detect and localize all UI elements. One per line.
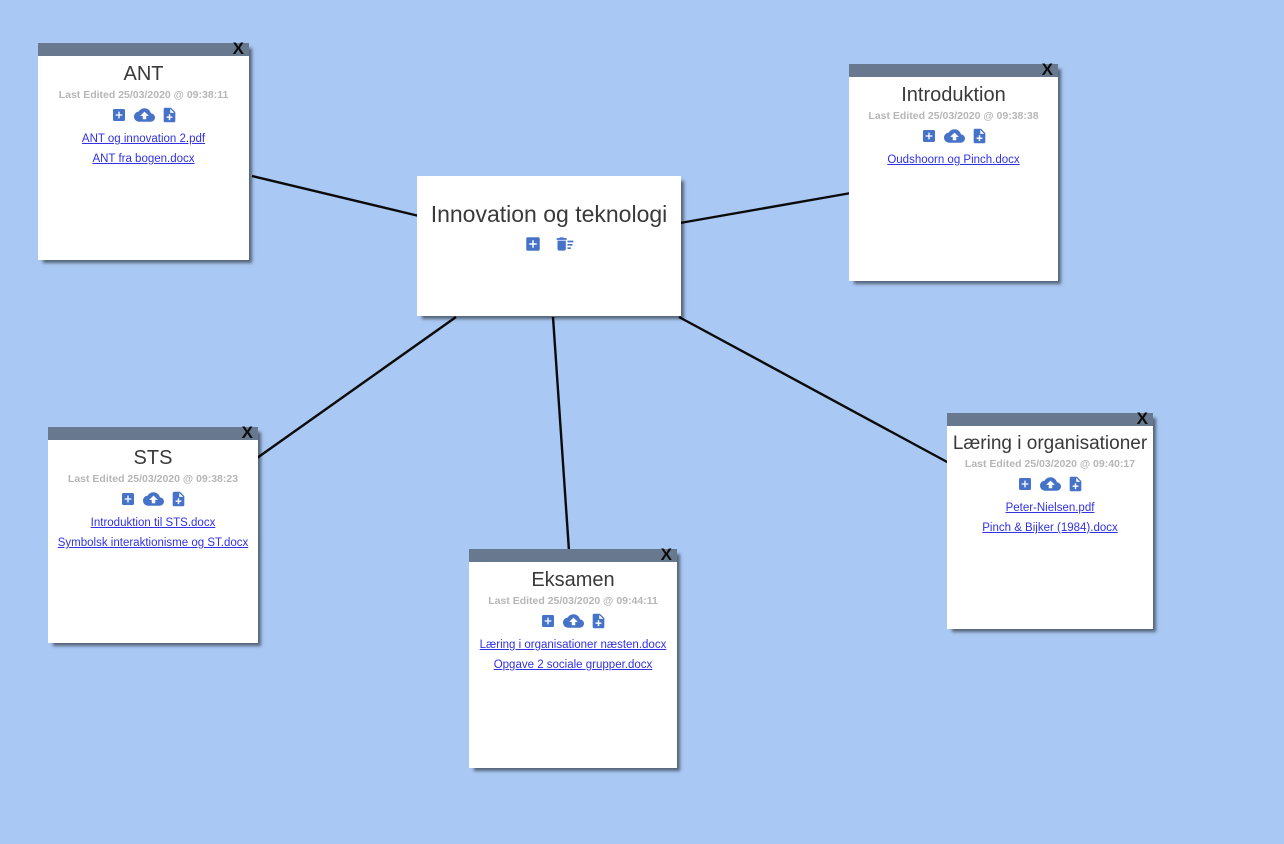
close-icon[interactable]: X: [1041, 60, 1053, 79]
add-icon[interactable]: [524, 235, 542, 253]
file-link[interactable]: Oudshoorn og Pinch.docx: [887, 154, 1020, 166]
node-card-eksamen[interactable]: X Eksamen Last Edited 25/03/2020 @ 09:44…: [469, 545, 677, 768]
close-icon[interactable]: X: [1136, 409, 1148, 428]
delete-sweep-icon[interactable]: [555, 235, 575, 253]
node-header-bar[interactable]: X: [947, 409, 1153, 428]
add-file-icon[interactable]: [162, 107, 177, 123]
node-card-laering[interactable]: X Læring i organisationer Last Edited 25…: [947, 409, 1153, 629]
file-link[interactable]: Symbolsk interaktionisme og ST.docx: [57, 537, 249, 549]
add-file-icon[interactable]: [972, 128, 987, 144]
central-node-title: Innovation og teknologi: [430, 201, 668, 227]
file-link[interactable]: Introduktion til STS.docx: [90, 517, 216, 529]
connection-line-introduktion: [679, 191, 852, 225]
connection-line-eksamen: [551, 316, 571, 552]
file-link[interactable]: Læring i organisationer næsten.docx: [479, 639, 667, 651]
node-header-bar[interactable]: X: [849, 60, 1058, 79]
connection-line-ant: [251, 174, 420, 218]
add-file-icon[interactable]: [171, 491, 186, 507]
node-header-bar[interactable]: X: [38, 39, 249, 58]
node-card-ant[interactable]: X ANT Last Edited 25/03/2020 @ 09:38:11 …: [38, 39, 249, 260]
add-icon[interactable]: [921, 128, 937, 144]
file-link[interactable]: Opgave 2 sociale grupper.docx: [493, 659, 653, 671]
add-icon[interactable]: [1017, 476, 1033, 492]
add-icon[interactable]: [120, 491, 136, 507]
cloud-upload-icon[interactable]: [563, 613, 584, 629]
last-edited-label: Last Edited 25/03/2020 @ 09:38:38: [868, 110, 1039, 122]
connection-line-sts: [256, 316, 457, 459]
last-edited-label: Last Edited 25/03/2020 @ 09:38:11: [58, 89, 229, 101]
node-header-bar[interactable]: X: [469, 545, 677, 564]
file-link[interactable]: ANT og innovation 2.pdf: [81, 133, 206, 145]
last-edited-label: Last Edited 25/03/2020 @ 09:40:17: [964, 458, 1136, 470]
last-edited-label: Last Edited 25/03/2020 @ 09:38:23: [67, 473, 239, 485]
last-edited-label: Last Edited 25/03/2020 @ 09:44:11: [488, 595, 658, 607]
add-icon[interactable]: [540, 613, 556, 629]
cloud-upload-icon[interactable]: [143, 491, 164, 507]
central-node-card[interactable]: Innovation og teknologi: [417, 176, 681, 316]
file-link[interactable]: ANT fra bogen.docx: [92, 153, 195, 165]
cloud-upload-icon[interactable]: [1040, 476, 1061, 492]
cloud-upload-icon[interactable]: [943, 128, 965, 144]
node-header-bar[interactable]: X: [48, 423, 258, 442]
close-icon[interactable]: X: [660, 545, 672, 564]
node-title: STS: [133, 447, 173, 469]
add-file-icon[interactable]: [1068, 476, 1083, 492]
close-icon[interactable]: X: [241, 423, 253, 442]
node-title: Læring i organisationer: [952, 433, 1148, 454]
node-title: Eksamen: [531, 569, 615, 591]
node-title: Introduktion: [901, 84, 1006, 106]
file-link[interactable]: Peter-Nielsen.pdf: [1005, 502, 1095, 514]
node-title: ANT: [123, 63, 164, 85]
node-card-sts[interactable]: X STS Last Edited 25/03/2020 @ 09:38:23 …: [48, 423, 258, 643]
file-link[interactable]: Pinch & Bijker (1984).docx: [982, 522, 1118, 534]
add-file-icon[interactable]: [591, 613, 606, 629]
add-icon[interactable]: [111, 107, 127, 123]
node-card-introduktion[interactable]: X Introduktion Last Edited 25/03/2020 @ …: [849, 60, 1058, 281]
connection-line-laering: [678, 315, 950, 465]
cloud-upload-icon[interactable]: [133, 107, 155, 123]
close-icon[interactable]: X: [232, 39, 244, 58]
